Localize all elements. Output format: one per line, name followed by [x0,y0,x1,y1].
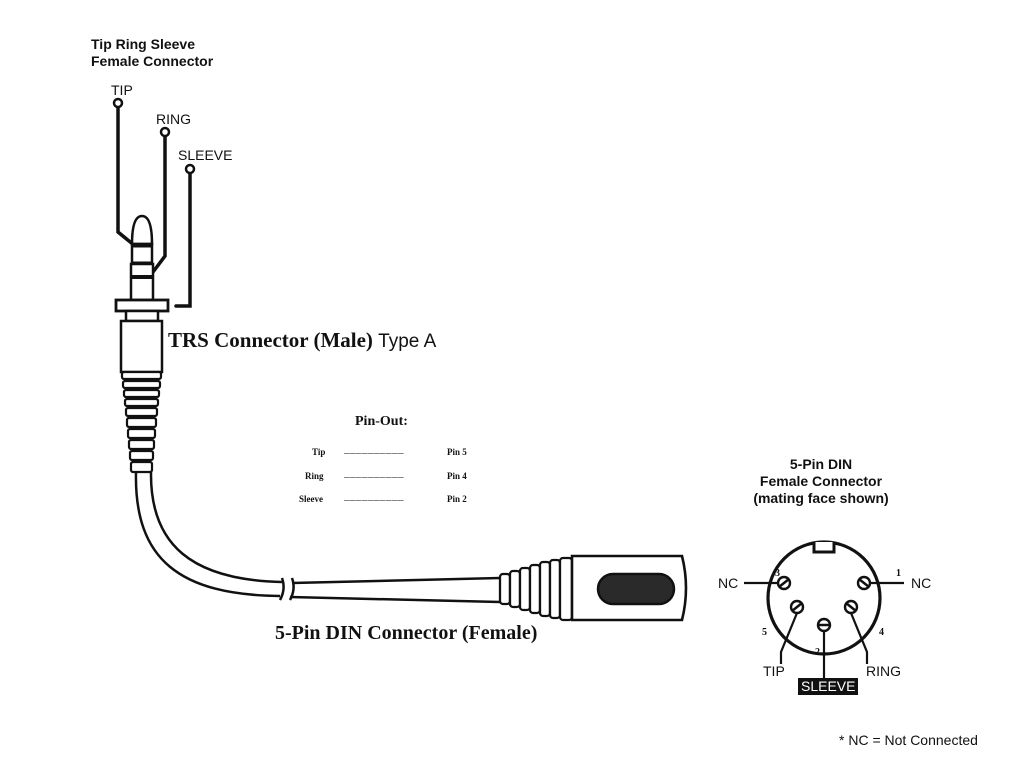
din-cable-title: 5-Pin DIN Connector (Female) [275,622,538,644]
pin-3-number: 3 [775,568,780,579]
pinout-row-tip-dashes: __________ [344,443,404,455]
trs-female-title: Tip Ring Sleeve Female Connector [91,36,213,70]
trs-male-caption: TRS Connector (Male) Type A [168,328,436,353]
trs-sleeve-band [129,262,155,302]
pin-4-label: RING [866,663,901,679]
din-face-title-line3: (mating face shown) [753,490,889,506]
din-cable-connector [498,554,688,622]
pinout-row-sleeve-signal: Sleeve [299,494,323,504]
trs-sleeve-clamp [114,298,170,313]
pin-3-label: NC [718,575,739,591]
cable-edge-upper [291,576,501,585]
din-face-title-line2: Female Connector [759,473,883,489]
pinout-title: Pin-Out: [355,414,408,429]
pinout-row-sleeve-dashes: __________ [344,490,404,502]
trs-female-title-line1: Tip Ring Sleeve [91,36,195,52]
din-face-title: 5-Pin DIN Female Connector (mating face … [741,456,901,507]
trs-neck [124,309,160,323]
ring-label: RING [156,111,191,127]
pin-1-label: NC [911,575,932,591]
pin-1-number: 1 [896,568,901,579]
cable-edge-outer [134,471,281,598]
pinout-row-ring-dashes: __________ [344,467,404,479]
tip-label: TIP [111,82,133,98]
pin-5-number: 5 [762,627,767,638]
tip-terminal [112,97,124,109]
pinout-row-ring-pin: Pin 4 [447,471,467,481]
trs-boot-ridges [120,370,163,474]
din-pin-contacts [778,578,870,627]
pin-2-label: SLEEVE [798,678,859,695]
pinout-row-ring-signal: Ring [305,471,324,481]
trs-plug [114,214,170,374]
trs-female-title-line2: Female Connector [91,53,214,69]
din-grip-window [596,572,676,606]
din-mating-face [744,540,904,678]
ring-wire [151,133,167,274]
footnote: * NC = Not Connected [839,732,978,748]
cable-break-left [278,577,285,601]
sleeve-terminal [184,163,196,175]
cable-edge-lower [289,595,501,604]
trs-terminal-rings [112,97,196,175]
trs-tip [130,214,154,246]
ring-terminal [159,126,171,138]
trs-barrel [119,319,164,374]
pinout-row-sleeve-pin: Pin 2 [447,494,467,504]
pinout-row-tip-pin: Pin 5 [447,447,467,457]
sleeve-wire [174,170,192,308]
cable [134,471,501,604]
trs-male-type: Type A [378,331,437,352]
din-face-title-line1: 5-Pin DIN [789,456,853,472]
cable-edge-inner [149,471,283,584]
din-leader-lines [744,581,904,678]
pin-5-label: TIP [763,663,785,679]
din-keyway-notch [812,542,836,554]
pin-2-number: 2 [815,647,820,658]
pin-4-number: 4 [879,627,884,638]
pinout-row-tip-signal: Tip [312,447,326,457]
sleeve-label: SLEEVE [178,147,233,163]
trs-male-title: TRS Connector (Male) [168,328,373,352]
